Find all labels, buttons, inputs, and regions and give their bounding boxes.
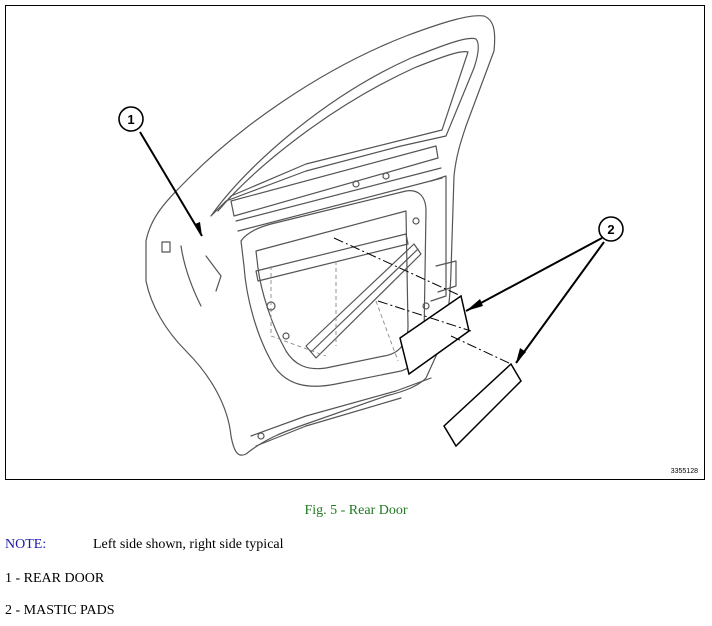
note-text: Left side shown, right side typical: [93, 537, 284, 552]
callout-1-label: 1: [127, 112, 134, 127]
figure-caption: Fig. 5 - Rear Door: [304, 503, 408, 518]
note-label: NOTE:: [5, 537, 47, 552]
figure-frame: 1 2 3355128: [5, 5, 705, 480]
callout-2-label: 2: [607, 222, 614, 237]
callout-2: 2: [465, 216, 624, 364]
callout-1: 1: [118, 106, 203, 237]
mastic-pad-upper: [399, 294, 470, 376]
mastic-pad-lower: [443, 362, 522, 448]
rear-door-illustration: 1 2: [118, 15, 624, 456]
note: NOTE: Left side shown, right side typical: [5, 537, 284, 553]
legend-item-mastic-pads: 2 - MASTIC PADS: [5, 603, 115, 618]
figure-id: 3355128: [670, 468, 698, 475]
legend-item-rear-door: 1 - REAR DOOR: [5, 571, 105, 586]
